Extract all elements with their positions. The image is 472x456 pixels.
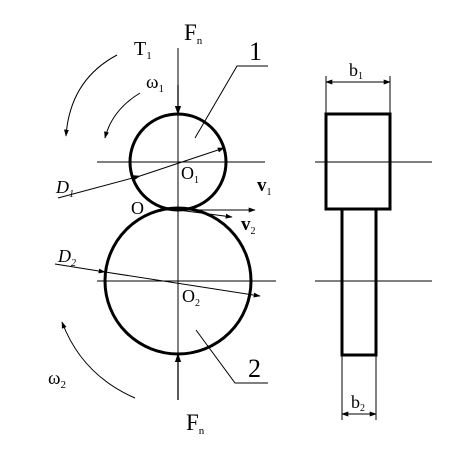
torque-label: T1 xyxy=(134,38,152,62)
wheel-2-side-view xyxy=(340,207,378,357)
velocity-arrow-2 xyxy=(177,209,233,219)
velocity2-label: v2 xyxy=(241,214,256,237)
diameter-line-2-inner xyxy=(104,271,261,298)
diameter-line-1 xyxy=(57,175,141,199)
force-label-top: Fn xyxy=(184,20,203,47)
diameter1-label: D1 xyxy=(55,177,74,200)
center1-label: O1 xyxy=(181,163,199,186)
omega2-arc xyxy=(61,321,136,399)
diameter2-label: D2 xyxy=(57,246,76,269)
center2-label: O2 xyxy=(182,286,200,309)
force-label-bottom: Fn xyxy=(186,410,205,437)
part2-label: 2 xyxy=(248,354,261,383)
contact-point-label: O xyxy=(131,198,144,218)
omega1-arc xyxy=(104,92,141,139)
leader-line-part1 xyxy=(194,65,268,139)
omega2-label: ω2 xyxy=(48,368,66,391)
leader-line-part2 xyxy=(195,329,268,384)
diameter-line-2 xyxy=(54,263,106,274)
diameter-line-1-inner xyxy=(139,147,225,177)
omega1-label: ω1 xyxy=(146,72,164,95)
torque-arc xyxy=(64,54,118,137)
part1-label: 1 xyxy=(249,37,262,66)
velocity1-label: v1 xyxy=(257,175,272,198)
width2-label: b2 xyxy=(351,392,365,414)
width1-label: b1 xyxy=(349,60,363,82)
